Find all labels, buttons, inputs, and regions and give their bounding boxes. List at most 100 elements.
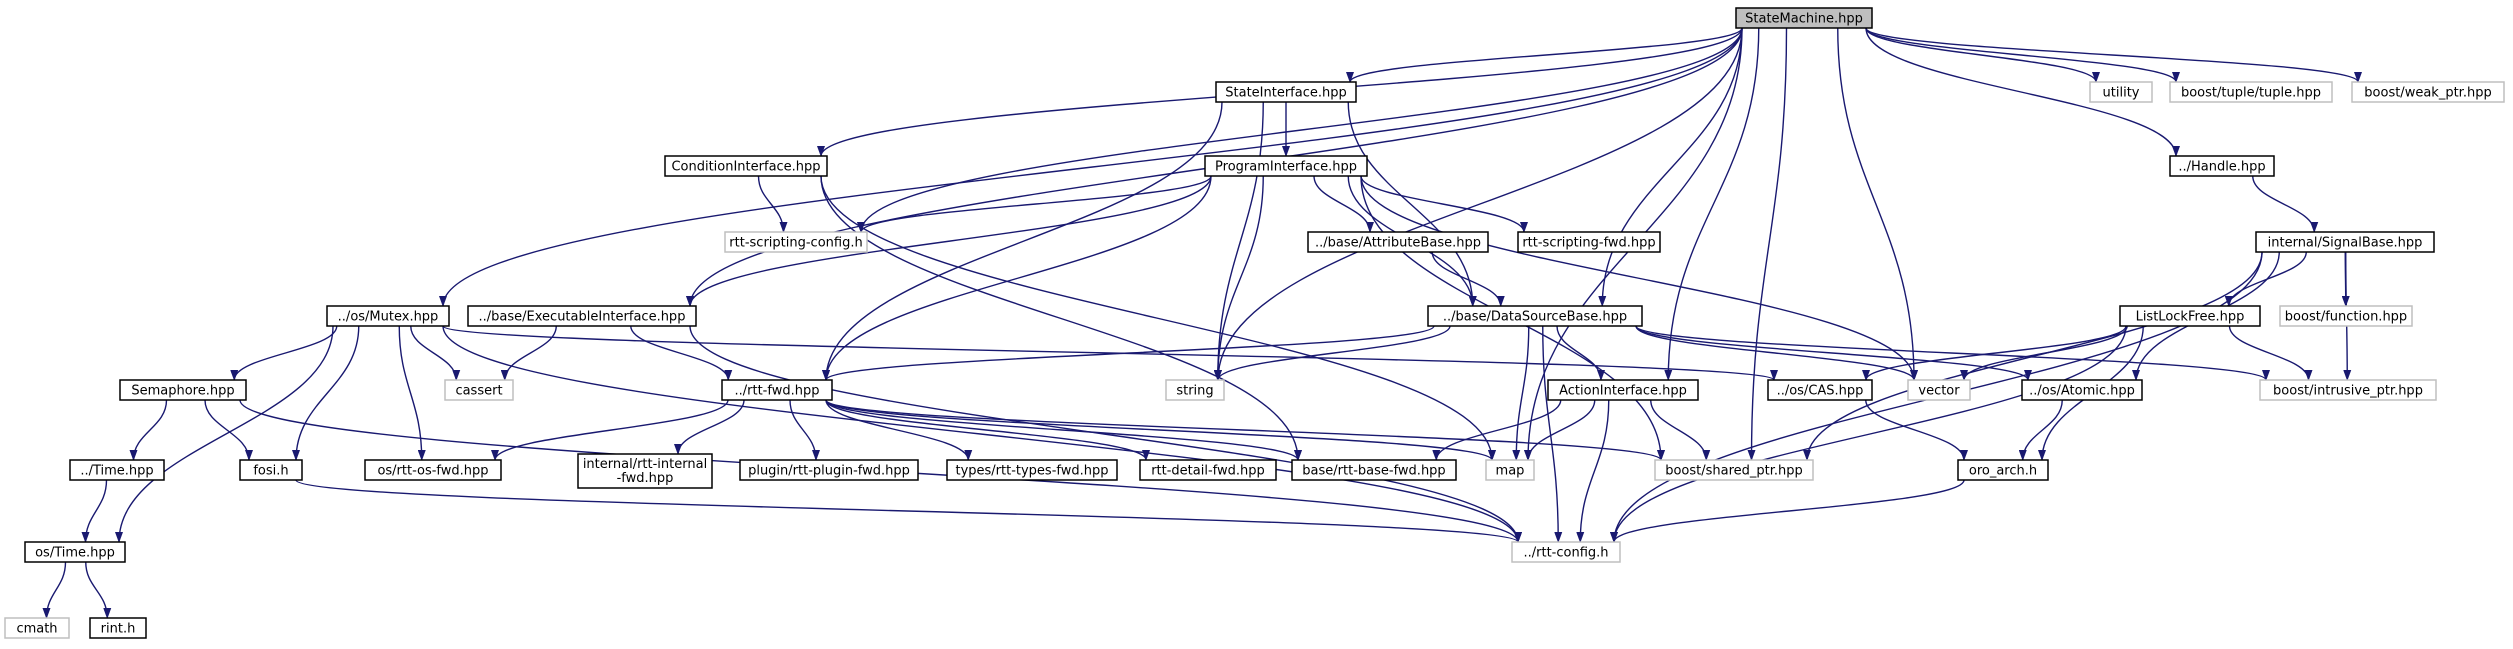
edge-path [1862, 325, 2127, 381]
node-label: ../base/ExecutableInterface.hpp [479, 310, 686, 325]
edge-mutex-to-osfwd [398, 325, 426, 461]
node-box [1547, 379, 1699, 401]
node-ostime[interactable]: os/Time.hpp [24, 541, 126, 563]
node-time[interactable]: ../Time.hpp [69, 459, 165, 481]
node-statemachine[interactable]: StateMachine.hpp [1735, 7, 1873, 29]
node-executable[interactable]: ../base/ExecutableInterface.hpp [467, 305, 697, 327]
node-fosi[interactable]: fosi.h [239, 459, 303, 481]
node-label: Semaphore.hpp [131, 384, 234, 399]
node-sharedptr: boost/shared_ptr.hpp [1654, 459, 1814, 481]
edge-path [1747, 27, 1788, 461]
node-box [664, 155, 828, 177]
edge-path [1598, 27, 1743, 307]
edge-rttfwd-to-map [825, 399, 1496, 461]
edge-executable-to-rttconfig [689, 325, 1522, 543]
node-box [577, 453, 713, 489]
edge-attributebase-to-datasource [1431, 251, 1505, 307]
edge-statemachine-to-tuple [1865, 27, 2180, 83]
edge-path [857, 175, 1212, 233]
node-osfwd[interactable]: os/rtt-os-fwd.hpp [364, 459, 502, 481]
node-label: rint.h [101, 622, 136, 637]
node-label: base/rtt-base-fwd.hpp [1302, 464, 1445, 479]
node-semaphore[interactable]: Semaphore.hpp [119, 379, 247, 401]
edge-mutex-to-cassert [410, 325, 461, 381]
node-label: ../rtt-fwd.hpp [735, 384, 820, 399]
node-label: ../Time.hpp [80, 464, 153, 479]
edge-path [1865, 27, 2100, 83]
node-box [119, 379, 247, 401]
edge-path [81, 479, 108, 543]
node-box [1511, 541, 1621, 563]
node-oroarch[interactable]: oro_arch.h [1957, 459, 2049, 481]
node-box [2021, 379, 2143, 401]
node-pluginfwd[interactable]: plugin/rtt-plugin-fwd.hpp [739, 459, 919, 481]
edge-path [1347, 101, 1477, 307]
edge-rttfwd-to-internalfwd [674, 399, 745, 455]
edge-path [825, 399, 1302, 461]
node-cas[interactable]: ../os/CAS.hpp [1767, 379, 1873, 401]
node-string: string [1165, 379, 1225, 401]
edge-path [1610, 325, 2127, 543]
node-label: StateMachine.hpp [1745, 12, 1863, 27]
edge-ostime-to-cmath [42, 561, 67, 619]
node-scriptingfwd[interactable]: rtt-scripting-fwd.hpp [1517, 231, 1661, 253]
node-attributebase[interactable]: ../base/AttributeBase.hpp [1307, 231, 1489, 253]
node-internalfwd[interactable]: internal/rtt-internal-fwd.hpp [577, 453, 713, 489]
node-stateinterface[interactable]: StateInterface.hpp [1215, 81, 1357, 103]
edge-path [1431, 251, 1505, 307]
edge-stateinterface-to-string [1213, 101, 1264, 381]
edge-path [1865, 27, 2180, 83]
node-box [1204, 155, 1368, 177]
node-box [1291, 459, 1457, 481]
node-listlockfree[interactable]: ListLockFree.hpp [2119, 305, 2261, 327]
edge-condition-to-map [820, 175, 1496, 461]
node-handle[interactable]: ../Handle.hpp [2169, 155, 2275, 177]
node-label: ../os/CAS.hpp [1777, 384, 1864, 399]
node-condition[interactable]: ConditionInterface.hpp [664, 155, 828, 177]
node-basefwd[interactable]: base/rtt-base-fwd.hpp [1291, 459, 1457, 481]
edge-datasource-to-action [1556, 325, 1605, 381]
node-box [1957, 459, 2049, 481]
edge-rttfwd-to-typesfwd [825, 399, 973, 461]
edge-path [1360, 175, 1528, 233]
edge-program-to-scriptingconfig [857, 175, 1212, 233]
node-program[interactable]: ProgramInterface.hpp [1204, 155, 1368, 177]
edge-path [1556, 325, 1605, 381]
node-typesfwd[interactable]: types/rtt-types-fwd.hpp [946, 459, 1118, 481]
node-box [1215, 81, 1357, 103]
node-box [1907, 379, 1971, 401]
edge-statemachine-to-mutex [439, 27, 1743, 307]
node-label: os/rtt-os-fwd.hpp [377, 464, 488, 479]
node-label: ListLockFree.hpp [2136, 310, 2245, 325]
edge-rttfwd-to-sharedptr [825, 399, 1665, 461]
node-label: boost/intrusive_ptr.hpp [2273, 384, 2423, 399]
node-rttfwd[interactable]: ../rtt-fwd.hpp [721, 379, 833, 401]
node-label: ../rtt-config.h [1523, 546, 1608, 561]
edge-mutex-to-semaphore [230, 325, 338, 381]
node-signalbase[interactable]: internal/SignalBase.hpp [2255, 231, 2435, 253]
edge-path [822, 325, 1435, 381]
node-box [1654, 459, 1814, 481]
node-rinth[interactable]: rint.h [89, 617, 147, 639]
node-label: boost/weak_ptr.hpp [2364, 86, 2491, 101]
edge-path [825, 399, 1150, 461]
edge-path [1524, 399, 1596, 461]
edge-oroarch-to-rttconfig [1610, 479, 1965, 543]
edge-fosi-to-rttconfig [295, 479, 1522, 543]
node-label: map [1496, 464, 1525, 479]
node-mutex[interactable]: ../os/Mutex.hpp [326, 305, 450, 327]
node-atomic[interactable]: ../os/Atomic.hpp [2021, 379, 2143, 401]
node-action[interactable]: ActionInterface.hpp [1547, 379, 1699, 401]
edge-path [1837, 27, 1918, 381]
edge-executable-to-cassert [500, 325, 557, 381]
edge-listlockfree-to-intrusive [2228, 325, 2313, 381]
edge-statemachine-to-string [1214, 27, 1743, 381]
edge-path [1213, 101, 1264, 381]
edge-rttfwd-to-basefwd [825, 399, 1302, 461]
node-label: types/rtt-types-fwd.hpp [955, 464, 1108, 479]
node-detailfwd[interactable]: rtt-detail-fwd.hpp [1139, 459, 1277, 481]
node-box [444, 379, 514, 401]
node-label: ../Handle.hpp [2178, 160, 2265, 175]
node-datasource[interactable]: ../base/DataSourceBase.hpp [1427, 305, 1643, 327]
edge-path [442, 325, 1778, 381]
